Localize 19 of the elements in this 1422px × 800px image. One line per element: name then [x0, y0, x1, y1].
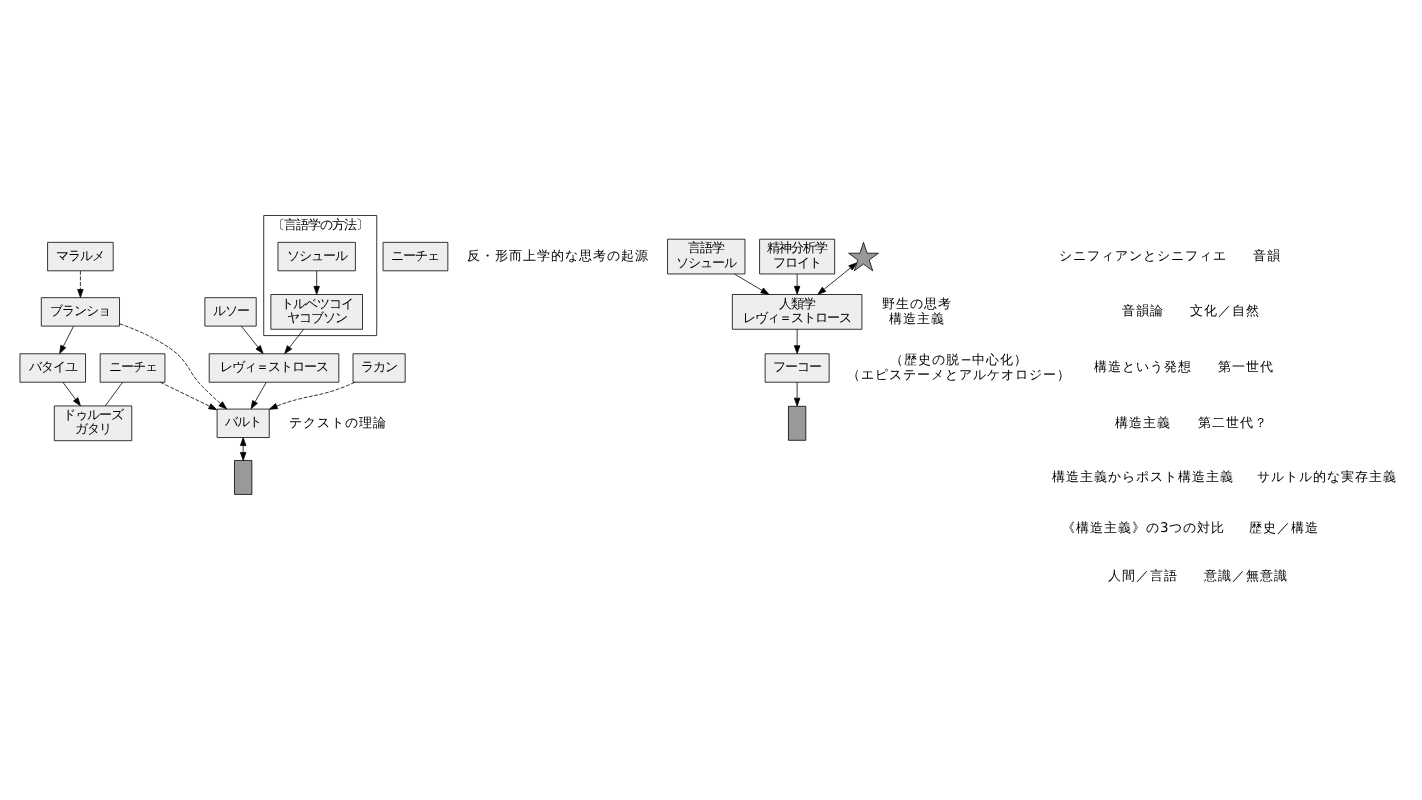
arrow [284, 328, 305, 354]
arrow [734, 273, 770, 295]
arrow [793, 381, 801, 407]
arrow [250, 381, 267, 410]
arrow [62, 381, 81, 407]
arrow [119, 323, 228, 410]
arrow [313, 270, 320, 295]
arrow [160, 381, 218, 411]
connector [105, 381, 123, 407]
arrow [793, 273, 801, 295]
arrow [268, 381, 356, 410]
node-person [234, 460, 253, 495]
arrow [817, 262, 858, 295]
arrow [240, 437, 247, 461]
arrow [59, 325, 74, 354]
arrow [793, 328, 801, 354]
node-person [788, 405, 807, 441]
arrow [77, 270, 84, 298]
arrow [240, 325, 264, 354]
